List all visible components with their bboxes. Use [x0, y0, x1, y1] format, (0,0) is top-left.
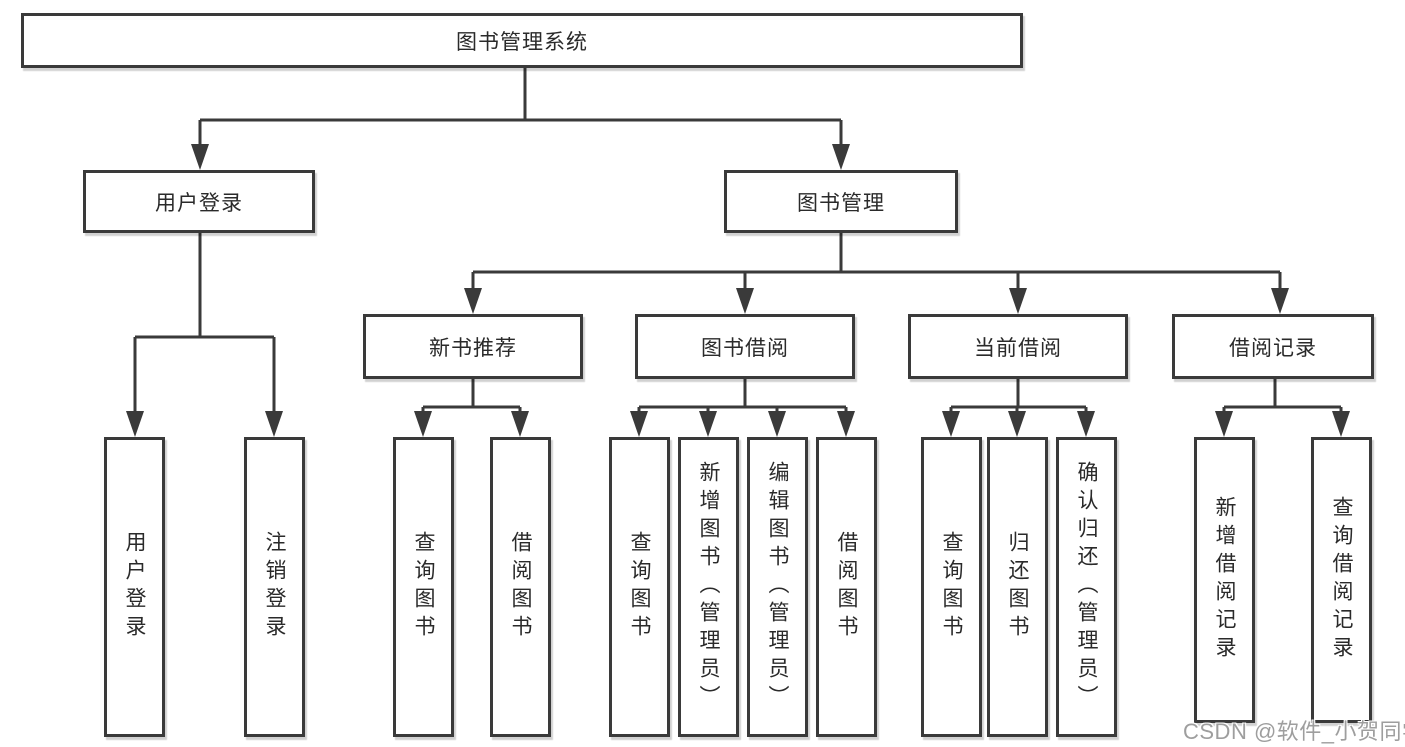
node-borrowing-records: 借阅记录: [1172, 314, 1374, 379]
leaf-query-borrowing-record-label: 查询借阅记录: [1330, 496, 1353, 664]
edge-book-borrowing: [637, 379, 848, 416]
csdn-watermark: CSDN @软件_小贺同学: [1183, 719, 1405, 744]
leaf-query-books-1: 查询图书: [393, 437, 454, 737]
node-user-login-label: 用户登录: [155, 191, 243, 215]
leaf-query-books-3: 查询图书: [921, 437, 982, 737]
node-new-book-recommendation: 新书推荐: [363, 314, 583, 379]
leaf-add-borrowing-record: 新增借阅记录: [1194, 437, 1255, 723]
leaf-add-book-admin-label: 新增图书（管理员）: [697, 461, 720, 713]
node-root: 图书管理系统: [21, 13, 1023, 68]
edge-new-book-recommendation: [421, 379, 522, 416]
leaf-query-books-2: 查询图书: [609, 437, 670, 737]
leaf-query-books-1-label: 查询图书: [412, 531, 435, 643]
arrowheads: [126, 144, 1350, 437]
leaf-logout: 注销登录: [244, 437, 305, 737]
leaf-edit-book-admin: 编辑图书（管理员）: [747, 437, 808, 737]
edge-root: [198, 68, 843, 146]
node-book-borrowing-label: 图书借阅: [701, 336, 789, 360]
leaf-borrow-books-1: 借阅图书: [490, 437, 551, 737]
node-book-management: 图书管理: [724, 170, 958, 233]
leaf-query-books-3-label: 查询图书: [940, 531, 963, 643]
node-current-borrowing-label: 当前借阅: [974, 336, 1062, 360]
node-root-label: 图书管理系统: [456, 30, 588, 54]
leaf-query-books-2-label: 查询图书: [628, 531, 651, 643]
edge-current-borrowing: [949, 379, 1088, 416]
leaf-edit-book-admin-label: 编辑图书（管理员）: [766, 461, 789, 713]
leaf-add-borrowing-record-label: 新增借阅记录: [1213, 496, 1236, 664]
leaf-return-book: 归还图书: [987, 437, 1048, 737]
node-current-borrowing: 当前借阅: [908, 314, 1128, 379]
leaf-add-book-admin: 新增图书（管理员）: [678, 437, 739, 737]
edge-borrowing-records: [1222, 379, 1343, 416]
leaf-return-book-label: 归还图书: [1006, 531, 1029, 643]
leaf-borrow-books-2-label: 借阅图书: [835, 531, 858, 643]
leaf-confirm-return-admin-label: 确认归还（管理员）: [1075, 461, 1098, 713]
leaf-confirm-return-admin: 确认归还（管理员）: [1056, 437, 1117, 737]
node-borrowing-records-label: 借阅记录: [1229, 336, 1317, 360]
edge-user-login: [133, 233, 276, 416]
node-book-management-label: 图书管理: [797, 191, 885, 215]
leaf-query-borrowing-record: 查询借阅记录: [1311, 437, 1372, 723]
node-book-borrowing: 图书借阅: [635, 314, 855, 379]
node-new-book-recommendation-label: 新书推荐: [429, 336, 517, 360]
leaf-user-login-label: 用户登录: [123, 531, 146, 643]
leaf-borrow-books-1-label: 借阅图书: [509, 531, 532, 643]
leaf-logout-label: 注销登录: [263, 531, 286, 643]
leaf-user-login: 用户登录: [104, 437, 165, 737]
leaf-borrow-books-2: 借阅图书: [816, 437, 877, 737]
edge-book-management: [471, 233, 1282, 292]
node-user-login: 用户登录: [83, 170, 315, 233]
